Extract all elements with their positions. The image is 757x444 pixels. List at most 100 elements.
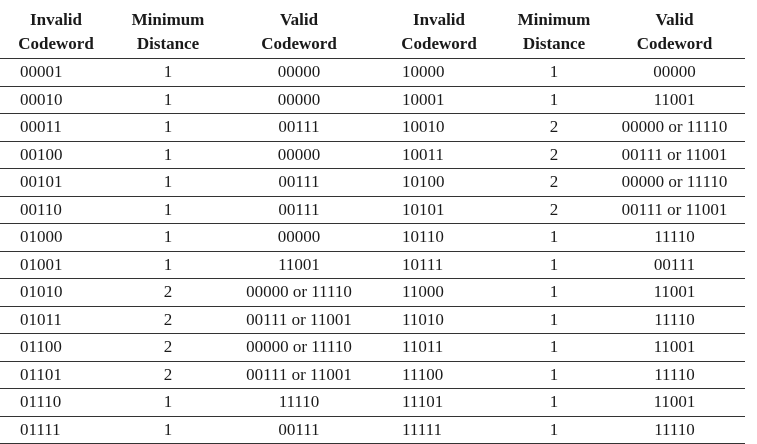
valid-codeword-cell: 00000: [224, 223, 374, 252]
invalid-codeword-cell: 00110: [0, 196, 112, 224]
minimum-distance-cell: 1: [504, 388, 604, 417]
minimum-distance-cell: 2: [112, 278, 224, 307]
header-invalid-codeword-1: Invalid: [30, 10, 82, 29]
valid-codeword-cell: 11110: [604, 223, 745, 252]
invalid-codeword-cell: 01111: [0, 416, 112, 444]
valid-codeword-cell: 00111 or 11001: [604, 141, 745, 169]
invalid-codeword-cell: 00101: [0, 168, 112, 197]
minimum-distance-cell: 2: [504, 113, 604, 142]
invalid-codeword-cell: 01011: [0, 306, 112, 334]
minimum-distance-cell: 1: [504, 251, 604, 279]
invalid-codeword-cell: 10111: [374, 251, 504, 279]
header-minimum-distance-1: Minimum: [131, 10, 205, 29]
invalid-codeword-cell: 10010: [374, 113, 504, 142]
valid-codeword-cell: 00000: [604, 58, 745, 87]
valid-codeword-cell: 11110: [604, 361, 745, 389]
minimum-distance-cell: 1: [112, 388, 224, 417]
invalid-codeword-cell: 00001: [0, 58, 112, 87]
minimum-distance-cell: 1: [112, 168, 224, 197]
minimum-distance-cell: 2: [504, 196, 604, 224]
invalid-codeword-cell: 00100: [0, 141, 112, 169]
minimum-distance-cell: 1: [112, 223, 224, 252]
invalid-codeword-cell: 11111: [374, 416, 504, 444]
invalid-codeword-cell: 00011: [0, 113, 112, 142]
valid-codeword-cell: 00111 or 11001: [224, 361, 374, 389]
minimum-distance-cell: 2: [112, 333, 224, 362]
minimum-distance-cell: 1: [504, 86, 604, 114]
valid-codeword-cell: 00000: [224, 58, 374, 87]
valid-codeword-cell: 11001: [604, 278, 745, 307]
minimum-distance-cell: 1: [504, 58, 604, 87]
invalid-codeword-cell: 01100: [0, 333, 112, 362]
valid-codeword-cell: 00111: [224, 416, 374, 444]
minimum-distance-cell: 2: [504, 168, 604, 197]
minimum-distance-cell: 1: [504, 333, 604, 362]
minimum-distance-cell: 1: [112, 141, 224, 169]
valid-codeword-cell: 00111: [224, 113, 374, 142]
minimum-distance-cell: 1: [504, 306, 604, 334]
header-minimum-distance-2-line2: Distance: [504, 32, 604, 59]
minimum-distance-cell: 1: [112, 416, 224, 444]
valid-codeword-cell: 00111: [224, 196, 374, 224]
invalid-codeword-cell: 01101: [0, 361, 112, 389]
minimum-distance-cell: 2: [504, 141, 604, 169]
minimum-distance-cell: 1: [112, 196, 224, 224]
codeword-table: Invalid Minimum Valid Invalid Minimum Va…: [0, 8, 745, 444]
valid-codeword-cell: 00000: [224, 141, 374, 169]
valid-codeword-cell: 00111: [224, 168, 374, 197]
invalid-codeword-cell: 10011: [374, 141, 504, 169]
valid-codeword-cell: 00000 or 11110: [224, 333, 374, 362]
invalid-codeword-cell: 01000: [0, 223, 112, 252]
header-minimum-distance-2: Minimum: [517, 10, 591, 29]
invalid-codeword-cell: 01001: [0, 251, 112, 279]
invalid-codeword-cell: 00010: [0, 86, 112, 114]
header-invalid-codeword-2-line2: Codeword: [374, 32, 504, 59]
invalid-codeword-cell: 10000: [374, 58, 504, 87]
minimum-distance-cell: 2: [112, 306, 224, 334]
header-valid-codeword-2: Valid: [655, 10, 694, 29]
invalid-codeword-cell: 10110: [374, 223, 504, 252]
minimum-distance-cell: 1: [112, 113, 224, 142]
valid-codeword-cell: 11110: [224, 388, 374, 417]
minimum-distance-cell: 2: [112, 361, 224, 389]
invalid-codeword-cell: 10101: [374, 196, 504, 224]
invalid-codeword-cell: 10001: [374, 86, 504, 114]
invalid-codeword-cell: 11000: [374, 278, 504, 307]
minimum-distance-cell: 1: [504, 278, 604, 307]
valid-codeword-cell: 00111 or 11001: [224, 306, 374, 334]
valid-codeword-cell: 00000 or 11110: [604, 113, 745, 142]
valid-codeword-cell: 00000 or 11110: [224, 278, 374, 307]
minimum-distance-cell: 1: [504, 223, 604, 252]
valid-codeword-cell: 00000 or 11110: [604, 168, 745, 197]
invalid-codeword-cell: 11100: [374, 361, 504, 389]
minimum-distance-cell: 1: [112, 251, 224, 279]
valid-codeword-cell: 00000: [224, 86, 374, 114]
invalid-codeword-cell: 10100: [374, 168, 504, 197]
minimum-distance-cell: 1: [504, 361, 604, 389]
valid-codeword-cell: 11001: [604, 388, 745, 417]
invalid-codeword-cell: 11011: [374, 333, 504, 362]
invalid-codeword-cell: 11101: [374, 388, 504, 417]
valid-codeword-cell: 11110: [604, 416, 745, 444]
valid-codeword-cell: 00111: [604, 251, 745, 279]
table-header: Invalid Minimum Valid Invalid Minimum Va…: [0, 8, 745, 59]
valid-codeword-cell: 11001: [604, 86, 745, 114]
minimum-distance-cell: 1: [504, 416, 604, 444]
minimum-distance-cell: 1: [112, 86, 224, 114]
